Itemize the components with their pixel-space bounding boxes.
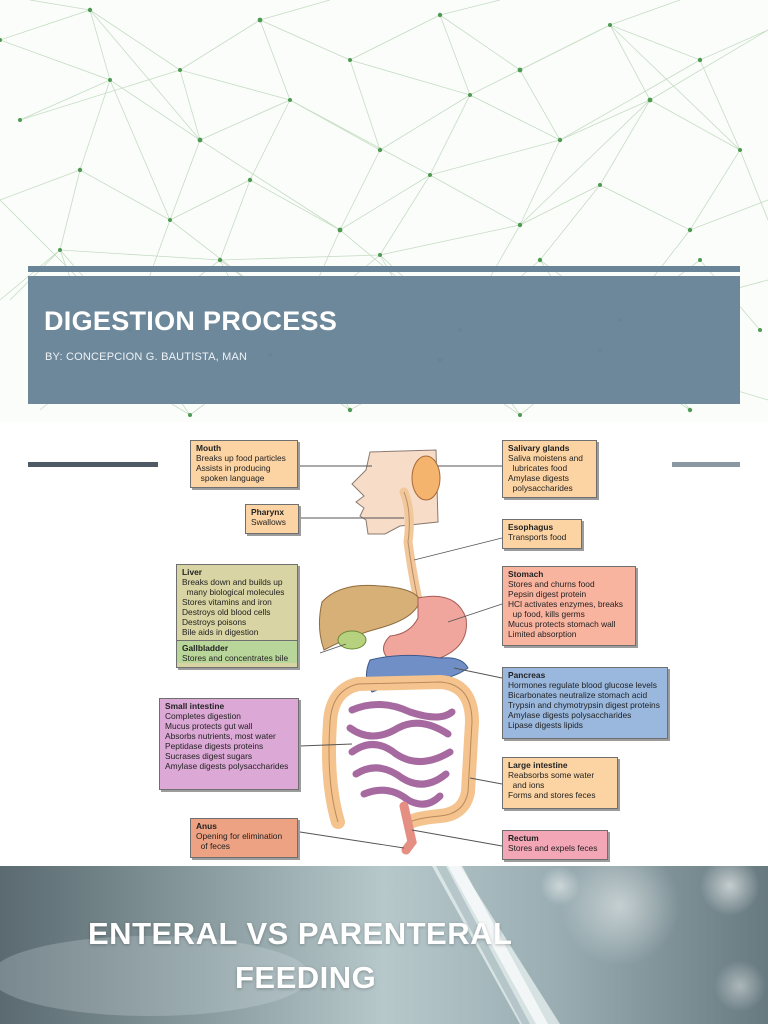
small-intestine-line: Sucrases digest sugars (165, 751, 253, 761)
pancreas-line: Hormones regulate blood glucose levels (508, 680, 657, 690)
small-intestine-line: Amylase digests polysaccharides (165, 761, 289, 771)
salivary-line: lubricates food (508, 463, 568, 473)
small-intestine-line: Absorbs nutrients, most water (165, 731, 276, 741)
pharynx-label-box: Pharynx Swallows (245, 504, 299, 534)
pancreas-heading: Pancreas (508, 670, 546, 680)
stomach-line: HCl activates enzymes, breaks (508, 599, 623, 609)
liver-line: Stores vitamins and iron (182, 597, 272, 607)
small-intestine-line: Peptidase digests proteins (165, 741, 264, 751)
syringe-icon (432, 866, 560, 1024)
pancreas-line: Trypsin and chymotrypsin digest proteins (508, 700, 660, 710)
rectum-label-box: Rectum Stores and expels feces (502, 830, 608, 860)
small-intestine-heading: Small intestine (165, 701, 225, 711)
syringe-background-image (0, 866, 766, 1024)
pharynx-heading: Pharynx (251, 507, 285, 517)
slide-title: DIGESTION PROCESS (44, 306, 338, 336)
liver-label-box: Liver Breaks down and builds up many bio… (176, 564, 298, 668)
title-slide: DIGESTION PROCESS BY: CONCEPCION G. BAUT… (0, 0, 768, 422)
gallbladder-line: Stores and concentrates bile (182, 653, 289, 663)
stomach-line: Stores and churns food (508, 579, 595, 589)
enteral-parenteral-slide: ENTERAL VS PARENTERAL FEEDING (0, 866, 768, 1024)
pancreas-line: Amylase digests polysaccharides (508, 710, 632, 720)
gallbladder-heading: Gallbladder (182, 643, 229, 653)
rectum-shape (399, 801, 417, 855)
liver-line: Destroys poisons (182, 617, 247, 627)
pancreas-label-box: Pancreas Hormones regulate blood glucose… (502, 667, 668, 739)
liver-line: many biological molecules (182, 587, 285, 597)
rectum-heading: Rectum (508, 833, 539, 843)
pancreas-line: Bicarbonates neutralize stomach acid (508, 690, 648, 700)
slide3-title-line2: FEEDING (235, 960, 377, 995)
large-intestine-heading: Large intestine (508, 760, 568, 770)
mouth-line: spoken language (196, 473, 265, 483)
slide3-title-line1: ENTERAL VS PARENTERAL (88, 916, 513, 951)
stomach-line: Mucus protects stomach wall (508, 619, 616, 629)
salivary-line: polysaccharides (508, 483, 573, 493)
digestive-system-illustration (298, 449, 503, 855)
small-intestine-shape (346, 701, 456, 808)
salivary-heading: Salivary glands (508, 443, 570, 453)
anus-label-box: Anus Opening for elimination of feces (190, 818, 298, 858)
salivary-gland-shape (411, 455, 441, 501)
stomach-line: Limited absorption (508, 629, 577, 639)
large-intestine-label-box: Large intestine Reabsorbs some water and… (502, 757, 618, 809)
author-byline: BY: CONCEPCION G. BAUTISTA, MAN (45, 351, 248, 363)
gallbladder-shape (337, 630, 367, 650)
salivary-glands-label-box: Salivary glands Saliva moistens and lubr… (502, 440, 597, 498)
digestive-system-slide: Mouth Breaks up food particles Assists i… (0, 422, 768, 866)
decorative-bar-right (672, 462, 740, 467)
stomach-line: Pepsin digest protein (508, 589, 587, 599)
stomach-line: up food, kills germs (508, 609, 585, 619)
large-intestine-line: and ions (508, 780, 545, 790)
pharynx-line: Swallows (251, 517, 286, 527)
gallbladder-label-box: Gallbladder Stores and concentrates bile (177, 640, 297, 663)
decorative-bar-left (28, 462, 158, 467)
stomach-heading: Stomach (508, 569, 544, 579)
mouth-line: Breaks up food particles (196, 453, 286, 463)
esophagus-heading: Esophagus (508, 522, 554, 532)
liver-heading: Liver (182, 567, 203, 577)
anus-heading: Anus (196, 821, 217, 831)
anus-line: Opening for elimination (196, 831, 283, 841)
salivary-line: Amylase digests (508, 473, 569, 483)
title-band: DIGESTION PROCESS BY: CONCEPCION G. BAUT… (28, 276, 740, 404)
small-intestine-line: Completes digestion (165, 711, 241, 721)
mouth-heading: Mouth (196, 443, 222, 453)
liver-line: Breaks down and builds up (182, 577, 283, 587)
stomach-label-box: Stomach Stores and churns food Pepsin di… (502, 566, 636, 646)
liver-line: Destroys old blood cells (182, 607, 271, 617)
large-intestine-line: Forms and stores feces (508, 790, 596, 800)
anus-line: of feces (196, 841, 230, 851)
title-band-accent-line (28, 266, 740, 272)
salivary-line: Saliva moistens and (508, 453, 583, 463)
rectum-line: Stores and expels feces (508, 843, 598, 853)
mouth-label-box: Mouth Breaks up food particles Assists i… (190, 440, 298, 488)
esophagus-line: Transports food (508, 532, 567, 542)
small-intestine-label-box: Small intestine Completes digestion Mucu… (159, 698, 299, 790)
large-intestine-line: Reabsorbs some water (508, 770, 595, 780)
mouth-line: Assists in producing (196, 463, 271, 473)
esophagus-label-box: Esophagus Transports food (502, 519, 582, 549)
pancreas-line: Lipase digests lipids (508, 720, 583, 730)
liver-line: Bile aids in digestion (182, 627, 259, 637)
small-intestine-line: Mucus protects gut wall (165, 721, 253, 731)
